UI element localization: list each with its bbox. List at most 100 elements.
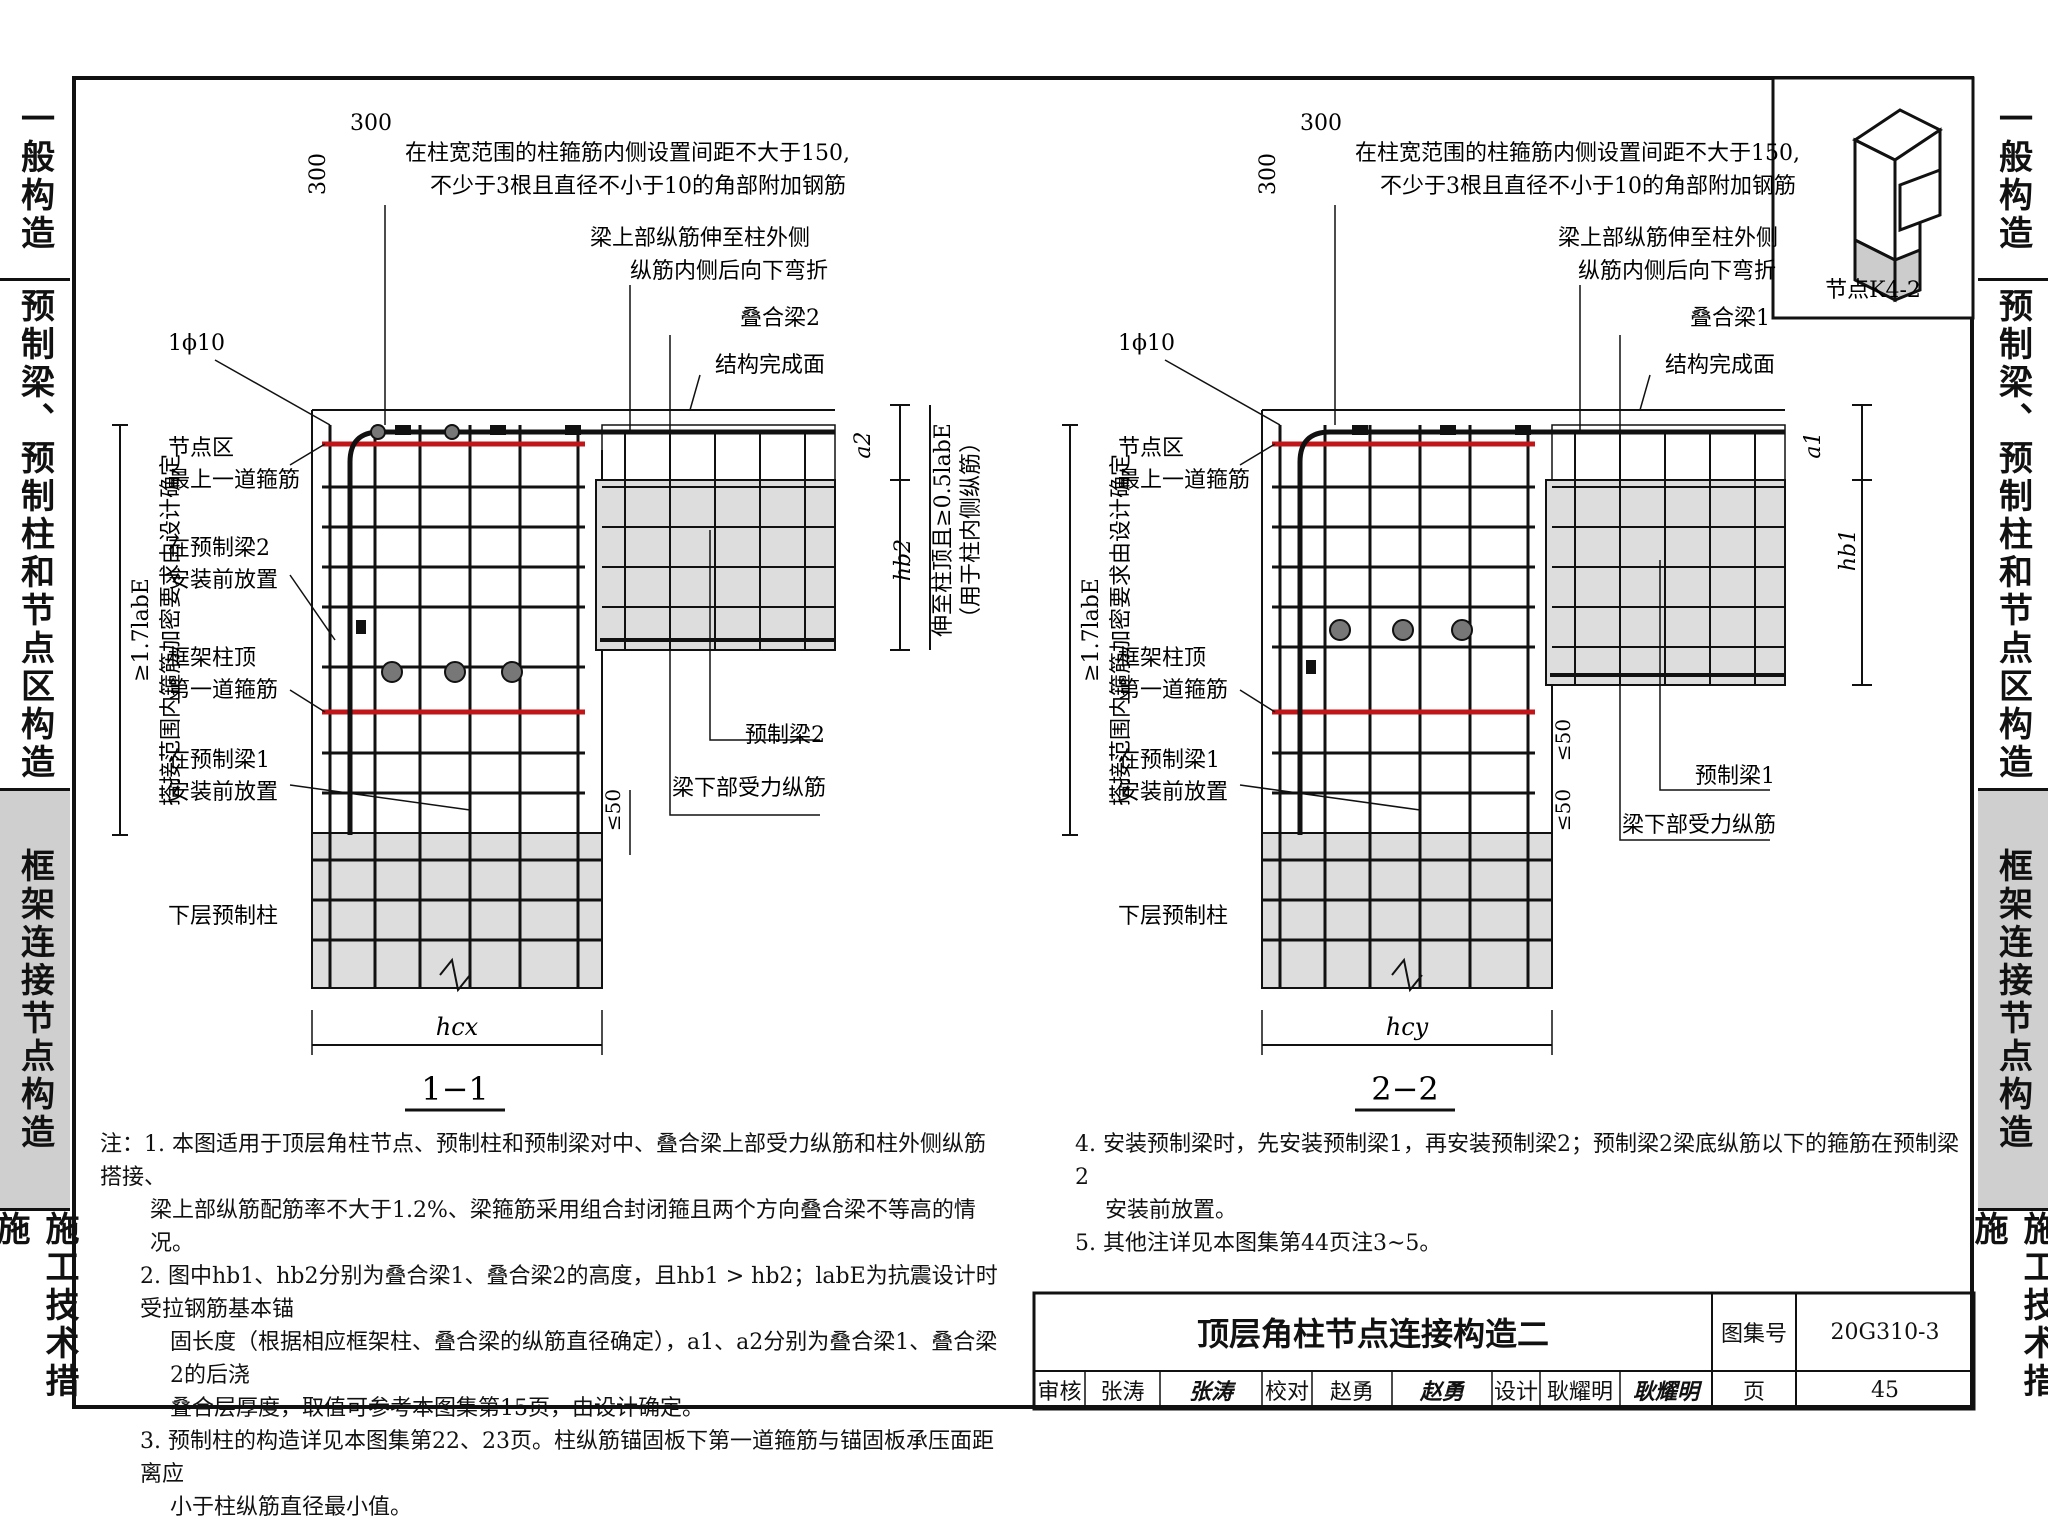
frame-col-label-1: 框架柱顶 [168,646,256,671]
lower-column-right [1261,832,1553,989]
composite-beam: 叠合梁2 [740,306,820,331]
notes-right: 4. 安装预制梁时，先安装预制梁1，再安装预制梁2；预制梁2梁底纵筋以下的箍筋在… [1075,1128,1965,1260]
note-top-2: 不少于3根且直径不小于10的角部附加钢筋 [430,174,846,199]
joint-label-2-right: 最上一道箍筋 [1118,468,1250,493]
note-line: 叠合层厚度，取值可参考本图集第15页，由设计确定。 [170,1396,704,1421]
page-label: 页 [1742,1380,1765,1405]
dim-300-left-v: 300 [306,153,331,195]
bar-1phi10-right: 1ϕ10 [1118,331,1175,356]
note-line: 固长度（根据相应框架柱、叠合梁的纵筋直径确定），a1、a2分别为叠合梁1、叠合梁… [170,1330,998,1388]
reviewer: 张涛 [1100,1380,1145,1405]
check-label: 校对 [1264,1380,1309,1405]
note-top-1: 在柱宽范围的柱箍筋内侧设置间距不大于150, [405,141,850,166]
note-line: 3. 预制柱的构造详见本图集第22、23页。柱纵筋锚固板下第一道箍筋与锚固板承压… [140,1429,994,1487]
beam-top-note-1-right: 梁上部纵筋伸至柱外侧 [1558,226,1778,251]
side-nav-right: 一般构造 预制梁、预制柱和节点区构造 框架连接节点构造 施工技术措施 [1968,76,2048,1409]
frame-col-label-2-right: 第一道箍筋 [1118,678,1228,703]
joint-label-1: 节点区 [168,436,234,461]
bar-1phi10: 1ϕ10 [168,331,225,356]
checker: 赵勇 [1329,1380,1374,1405]
design-label: 设计 [1493,1380,1538,1405]
dim-hb2: hb2 [891,539,916,581]
drawing-frame [72,76,1974,1409]
lap-note: 搭接范围内箍筋加密要求由设计确定 [159,454,184,806]
review-label: 审核 [1037,1380,1082,1405]
tab-construction-right[interactable]: 施工技术措施 [1968,1211,2048,1401]
section-label-1: 1−1 [421,1070,489,1108]
le50-right-2: ≤50 [1551,789,1575,831]
dim-a1: a1 [1801,431,1826,458]
joint-label-2: 最上一道箍筋 [168,468,300,493]
title-block-grid [1032,1291,1976,1411]
title-block: 顶层角柱节点连接构造二 图集号 20G310-3 审核 张涛 张涛 校对 赵勇 … [1034,1293,1974,1409]
le50-left: ≤50 [601,789,625,831]
dim-300-left: 300 [350,111,392,136]
dim-300-right: 300 [1300,111,1342,136]
drawing-canvas: 节点K4-2 [112,76,1976,1411]
tab-prefab-right[interactable]: 预制梁、预制柱和节点区构造 [1978,281,2048,791]
note-line: 小于柱纵筋直径最小值。 [170,1495,413,1520]
note-line: 注：1. 本图适用于顶层角柱节点、预制柱和预制梁对中、叠合梁上部受力纵筋和柱外侧… [100,1132,986,1190]
dim-hcy: hcy [1386,1013,1429,1041]
atlas-label: 图集号 [1720,1322,1787,1347]
install-label-1: 在预制梁2 [168,536,270,561]
install-b-label-2: 安装前放置 [168,780,278,805]
finish-face: 结构完成面 [715,353,825,378]
node-3d-icon [1852,108,1943,303]
designer-signature: 耿耀明 [1632,1379,1699,1405]
note-line: 安装前放置。 [1105,1198,1238,1223]
lower-column [311,832,603,989]
reviewer-signature: 张涛 [1188,1379,1233,1405]
le50-right-1: ≤50 [1551,719,1575,761]
install-label-2: 安装前放置 [168,568,278,593]
beam-bottom-label: 梁下部受力纵筋 [672,776,826,801]
note-top-1-right: 在柱宽范围的柱箍筋内侧设置间距不大于150, [1355,141,1800,166]
section-2-2: hcy ≥1.7labE 搭接范围内箍筋加密要求由设计确定 a1 hb1 ≤50… [1062,111,1872,1112]
tab-general-right[interactable]: 一般构造 [1978,76,2048,281]
tab-general[interactable]: 一般构造 [0,76,70,281]
node-thumbnail: 节点K4-2 [1771,76,1975,320]
composite-beam-right: 叠合梁1 [1690,306,1770,331]
lap-length-right: ≥1.7labE [1079,578,1104,682]
beam-top-note-2: 纵筋内侧后向下弯折 [630,259,828,284]
side-nav-left: 一般构造 预制梁、预制柱和节点区构造 框架连接节点构造 施工技术措施 [0,76,79,1409]
section-1-1: hcx ≥1.7labE 搭接范围内箍筋加密要求由设计确定 a2 hb2 伸至柱… [112,111,984,1112]
note-line: 梁上部纵筋配筋率不大于1.2%、梁箍筋采用组合封闭箍且两个方向叠合梁不等高的情况… [150,1198,976,1256]
atlas-no: 20G310-3 [1830,1319,1940,1345]
dim-a2: a2 [851,431,876,458]
beam-top-note-2-right: 纵筋内侧后向下弯折 [1578,259,1776,284]
note-line: 5. 其他注详见本图集第44页注3~5。 [1075,1231,1442,1256]
section-label-2: 2−2 [1371,1070,1439,1108]
lower-col-label-right: 下层预制柱 [1118,904,1228,929]
dim-hcx: hcx [436,1013,479,1041]
prefab-beam-label-right: 预制梁1 [1695,764,1775,789]
lap-note-right: 搭接范围内箍筋加密要求由设计确定 [1109,454,1134,806]
frame-col-label-1-right: 框架柱顶 [1118,646,1206,671]
finish-face-right: 结构完成面 [1665,353,1775,378]
page-no: 45 [1871,1377,1899,1403]
note-top-2-right: 不少于3根且直径不小于10的角部附加钢筋 [1380,174,1796,199]
dim-hb1: hb1 [1836,529,1861,571]
extend-note-1: 伸至柱顶且≥0.5labE [931,423,956,637]
install-b-label-2-right: 安装前放置 [1118,780,1228,805]
notes-left: 注：1. 本图适用于顶层角柱节点、预制柱和预制梁对中、叠合梁上部受力纵筋和柱外侧… [100,1128,1000,1524]
tab-prefab[interactable]: 预制梁、预制柱和节点区构造 [0,281,70,791]
tab-frame-joint[interactable]: 框架连接节点构造 [0,791,70,1211]
lap-length: ≥1.7labE [129,578,154,682]
node-label: 节点K4-2 [1825,278,1921,303]
note-line: 2. 图中hb1、hb2分别为叠合梁1、叠合梁2的高度，且hb1 > hb2；l… [140,1264,998,1322]
note-line: 4. 安装预制梁时，先安装预制梁1，再安装预制梁2；预制梁2梁底纵筋以下的箍筋在… [1075,1132,1959,1190]
beam-bottom-label-right: 梁下部受力纵筋 [1622,813,1776,838]
install-b-label-1: 在预制梁1 [168,748,270,773]
prefab-beam-label: 预制梁2 [745,723,825,748]
extend-note-2: （用于柱内侧纵筋） [959,431,984,629]
frame-col-label-2: 第一道箍筋 [168,678,278,703]
install-b-label-1-right: 在预制梁1 [1118,748,1220,773]
designer: 耿耀明 [1546,1380,1613,1405]
beam-top-note-1: 梁上部纵筋伸至柱外侧 [590,226,810,251]
drawing-title: 顶层角柱节点连接构造二 [1196,1315,1549,1353]
tab-frame-joint-right[interactable]: 框架连接节点构造 [1978,791,2048,1211]
lower-col-label: 下层预制柱 [168,904,278,929]
checker-signature: 赵勇 [1419,1379,1464,1405]
dim-300-right-v: 300 [1256,153,1281,195]
